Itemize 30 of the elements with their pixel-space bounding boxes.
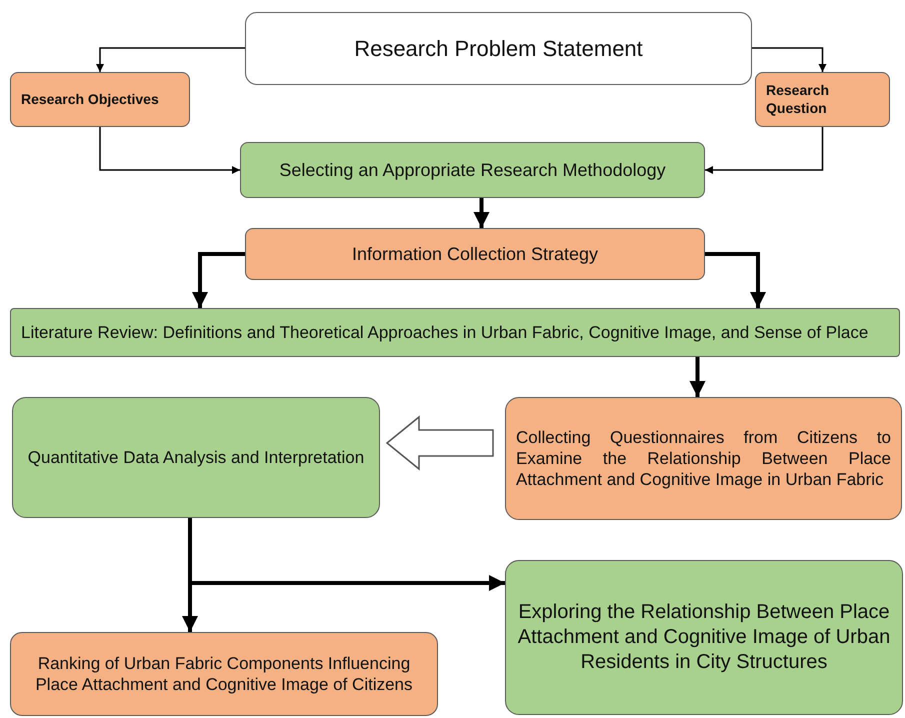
box-text: Research Objectives	[21, 90, 159, 108]
box-text: Information Collection Strategy	[352, 242, 598, 266]
arrow	[188, 518, 505, 591]
box-text: Exploring the Relationship Between Place Attachment and Cognitive Image of Urban Residents in City Structures	[516, 600, 892, 675]
arrow	[474, 198, 490, 228]
process-box	[505, 397, 902, 520]
arrow	[96, 47, 245, 72]
box-text: Quantitative Data Analysis and Interpretation	[28, 446, 364, 468]
box-text: Ranking of Urban Fabric Components Influencing Place Attachment and Cognitive Image of Citizens	[34, 652, 414, 696]
process-box	[12, 397, 380, 518]
arrow	[752, 47, 826, 72]
arrow	[705, 252, 766, 308]
box-text: Research Problem Statement	[354, 34, 643, 62]
box-text: Research Question	[766, 82, 830, 117]
box-text: Selecting an Appropriate Research Methodology	[279, 158, 666, 182]
box-text: Collecting Questionnaires from Citizens to Examine the Relationship Between Place Attachment and Cognitive Image in Urban Fabric	[516, 426, 891, 490]
block-arrow	[386, 415, 494, 471]
process-box	[10, 72, 190, 127]
arrow	[192, 252, 245, 308]
arrow	[99, 127, 240, 174]
box-text: Literature Review: Definitions and Theoretical Approaches in Urban Fabric, Cognitive Image, and Sense of Place	[21, 322, 868, 344]
process-box	[240, 142, 705, 198]
process-box	[505, 560, 903, 715]
process-box	[10, 632, 438, 716]
process-box	[10, 308, 900, 357]
arrow	[690, 357, 706, 397]
arrow	[705, 127, 824, 174]
process-box	[755, 72, 890, 127]
process-box	[245, 12, 752, 85]
process-box	[245, 228, 705, 280]
